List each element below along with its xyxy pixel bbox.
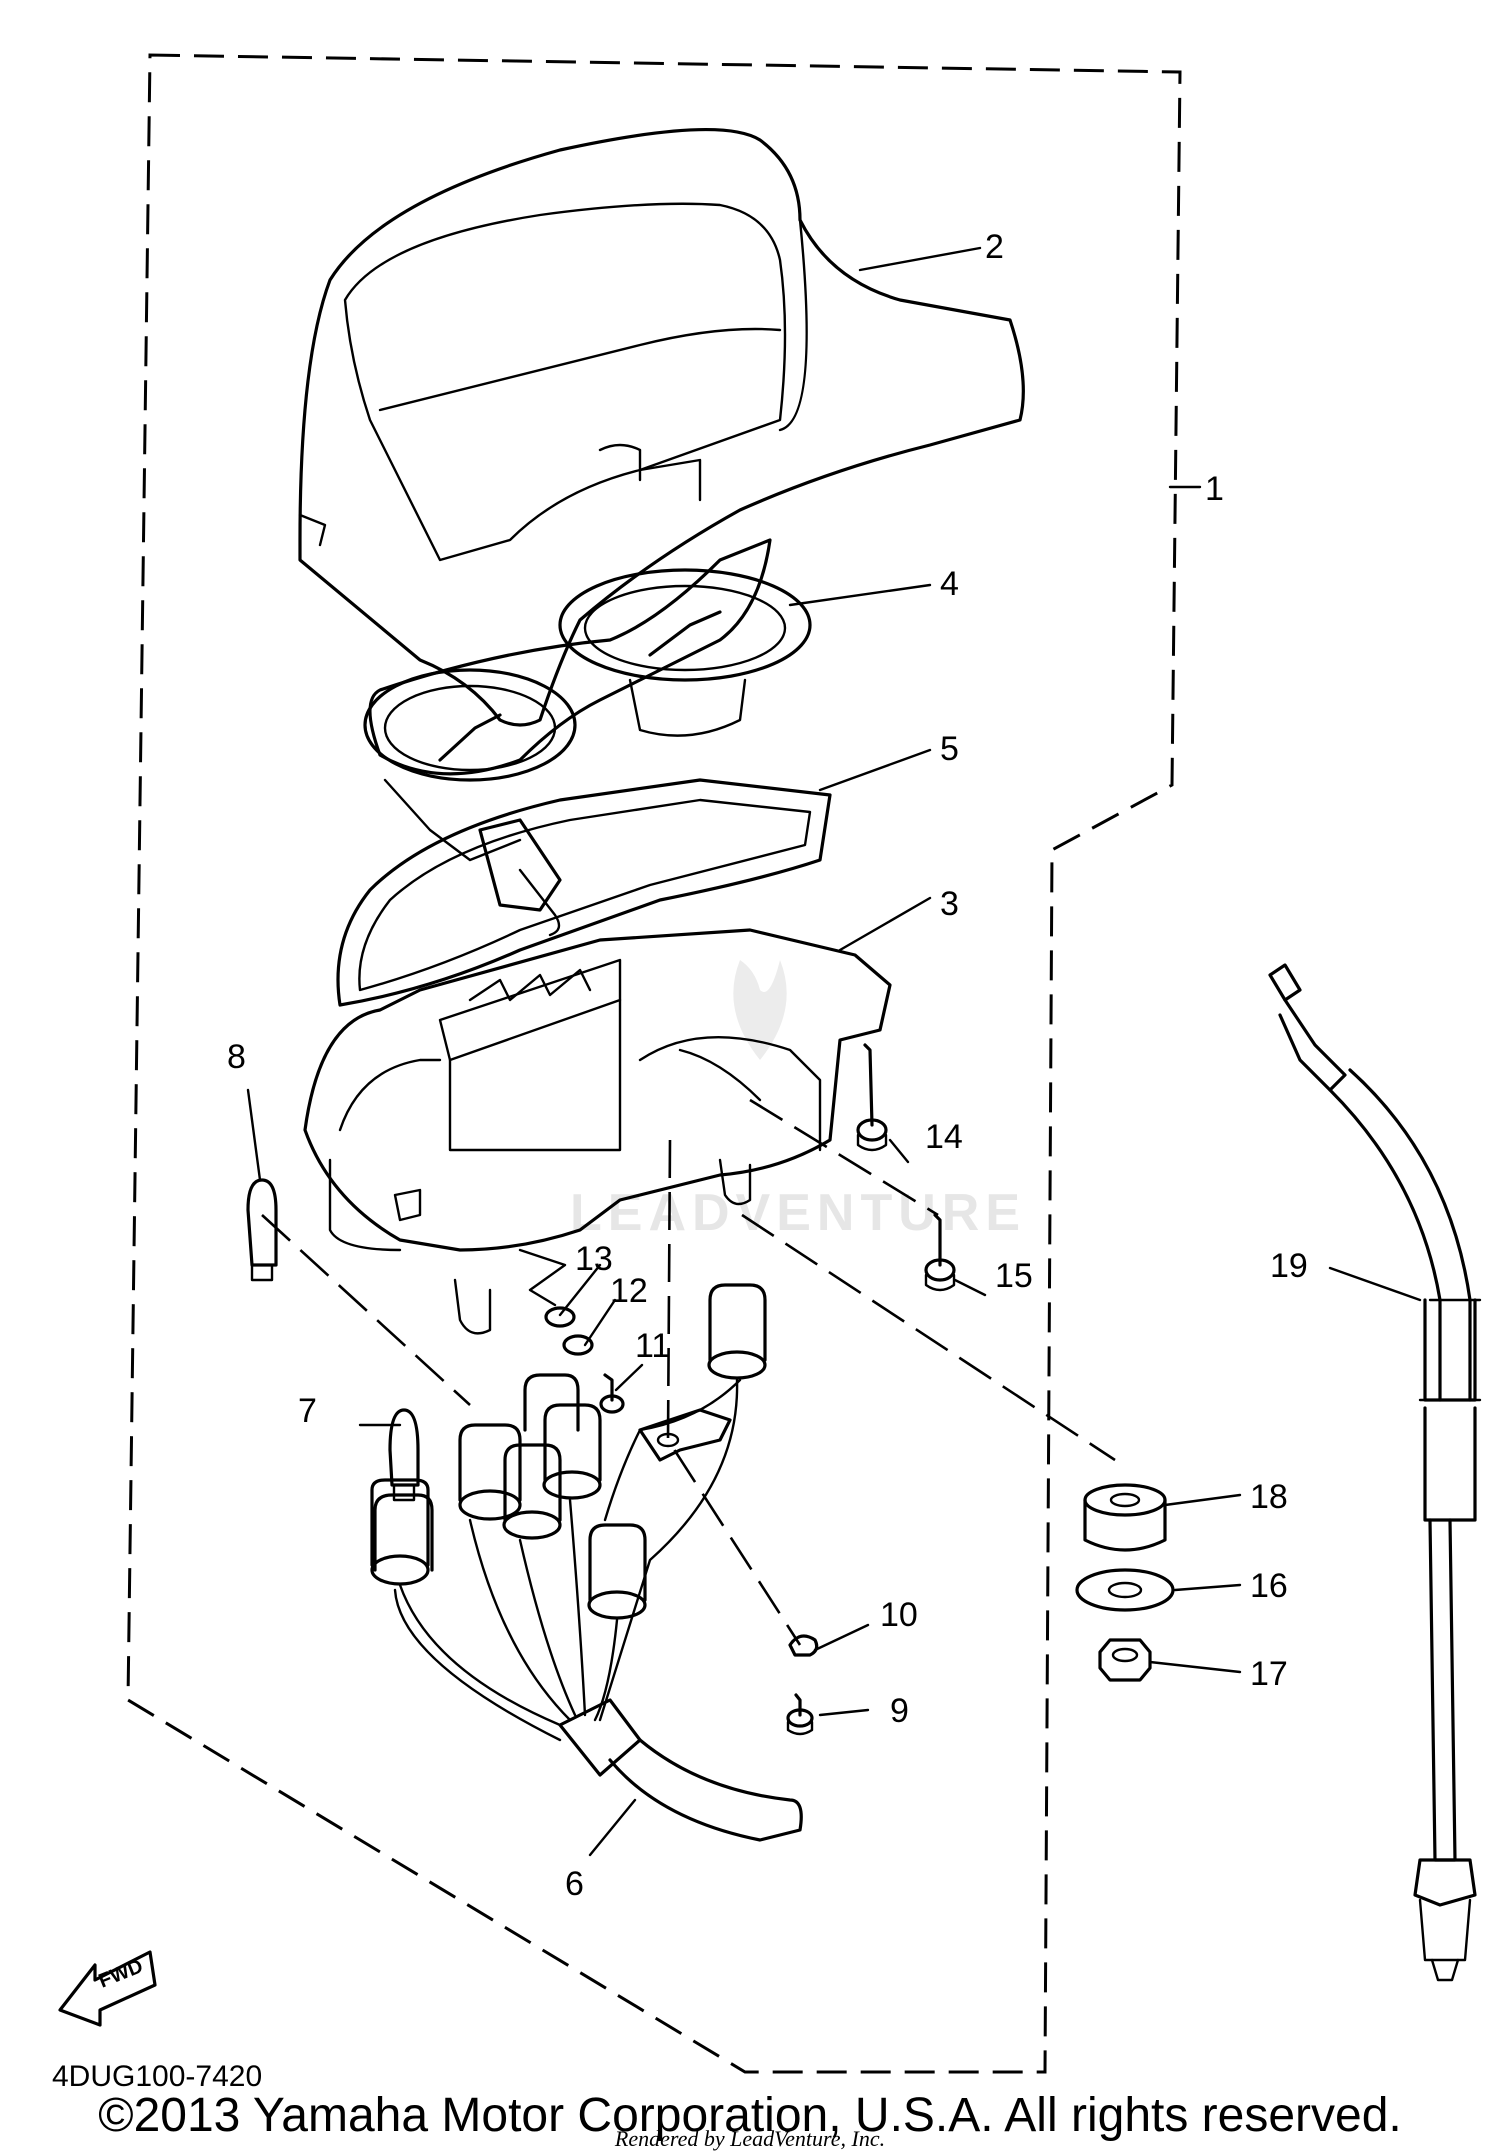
assembly-boundary <box>126 53 1182 2074</box>
label-2: 2 <box>985 228 1004 266</box>
label-10: 10 <box>880 1596 918 1634</box>
label-13: 13 <box>575 1240 613 1278</box>
label-9: 9 <box>890 1692 909 1730</box>
wire-harness <box>370 1283 803 1842</box>
mounting-parts-16-17-18 <box>1075 1483 1175 1682</box>
rendered-by-credit: Rendered by LeadVenture, Inc. <box>614 2126 886 2151</box>
meter-case <box>303 928 892 1335</box>
label-5: 5 <box>940 730 959 768</box>
copyright-notice: ©2013 Yamaha Motor Corporation, U.S.A. A… <box>98 2089 1402 2142</box>
svg-text:LEADVENTURE: LEADVENTURE <box>570 1184 1026 1242</box>
label-6: 6 <box>565 1865 584 1903</box>
fwd-label: FWD <box>96 1955 146 1992</box>
label-11: 11 <box>635 1327 670 1365</box>
leader-lines <box>246 246 1422 1857</box>
label-17: 17 <box>1250 1655 1288 1693</box>
small-parts-11-12-13 <box>518 1248 625 1414</box>
alignment-lines <box>261 1098 1116 1646</box>
washer-screw-9-10 <box>786 1634 819 1736</box>
screws-14-15 <box>856 1043 956 1292</box>
label-1: 1 <box>1205 470 1224 508</box>
meter-gauges <box>363 538 812 862</box>
label-12: 12 <box>610 1272 648 1310</box>
label-18: 18 <box>1250 1478 1288 1516</box>
meter-cable <box>1268 963 1482 1982</box>
diagram-code: 4DUG100-7420 <box>52 2060 263 2093</box>
label-14: 14 <box>925 1118 963 1156</box>
label-15: 15 <box>995 1257 1033 1295</box>
bulbs <box>246 1178 420 1502</box>
meter-cover <box>298 128 1025 727</box>
label-7: 7 <box>298 1392 317 1430</box>
meter-gasket <box>336 778 832 1007</box>
label-19: 19 <box>1270 1247 1308 1285</box>
fwd-arrow-icon: FWD <box>58 1950 157 2027</box>
label-8: 8 <box>227 1038 246 1076</box>
label-3: 3 <box>940 885 959 923</box>
label-4: 4 <box>940 565 959 603</box>
label-16: 16 <box>1250 1567 1288 1605</box>
watermark: LEADVENTURE <box>570 960 1026 1242</box>
part-labels: 1 2 3 4 5 6 7 8 9 10 11 12 13 14 15 16 1… <box>227 228 1308 1903</box>
